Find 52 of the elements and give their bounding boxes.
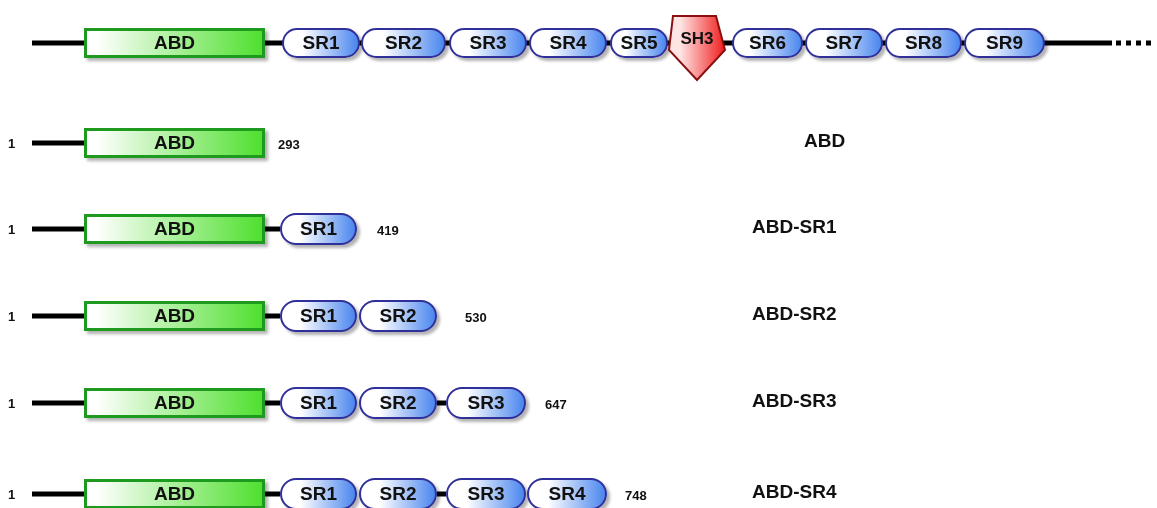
residue-number: 647 <box>545 397 567 412</box>
residue-number: 1 <box>8 485 22 503</box>
construct-name: ABD-SR1 <box>752 216 837 238</box>
domain-box: ABD <box>84 479 265 508</box>
residue-number: 748 <box>625 488 647 503</box>
tail-line <box>32 140 84 146</box>
domain-box: ABD <box>84 214 265 244</box>
linker-line <box>437 491 446 497</box>
residue-number: 1 <box>8 394 22 412</box>
construct-name: ABD-SR2 <box>752 303 837 325</box>
construct-name: ABD <box>804 130 846 152</box>
domain-box: ABD <box>84 28 265 58</box>
construct-name: ABD-SR3 <box>752 390 837 412</box>
repeat-domain-pill: SR1 <box>280 387 357 419</box>
linker-line <box>265 491 280 497</box>
repeat-domain-pill: SR1 <box>280 213 357 245</box>
repeat-domain-pill: SR3 <box>446 387 526 419</box>
repeat-domain-pill: SR3 <box>446 478 526 508</box>
repeat-domain-pill: SR6 <box>732 28 803 58</box>
residue-number: 1 <box>8 307 22 325</box>
linker-line <box>265 226 280 232</box>
tail-line <box>32 491 84 497</box>
repeat-domain-pill: SR1 <box>280 478 357 508</box>
repeat-domain-pill: SR7 <box>805 28 883 58</box>
residue-number: 530 <box>465 310 487 325</box>
domain-box: ABD <box>84 388 265 418</box>
tail-line <box>32 400 84 406</box>
residue-number: 419 <box>377 223 399 238</box>
repeat-domain-pill: SR2 <box>361 28 446 58</box>
pentagon-domain: SH3 <box>668 15 726 81</box>
tail-line <box>32 313 84 319</box>
repeat-domain-pill: SR9 <box>964 28 1045 58</box>
domain-box: ABD <box>84 301 265 331</box>
residue-number: 293 <box>278 137 300 152</box>
repeat-domain-pill: SR1 <box>282 28 360 58</box>
repeat-domain-pill: SR5 <box>610 28 668 58</box>
linker-line <box>265 313 280 319</box>
linker-line <box>437 400 446 406</box>
repeat-domain-pill: SR4 <box>529 28 607 58</box>
repeat-domain-pill: SR2 <box>359 300 437 332</box>
repeat-domain-pill: SR3 <box>449 28 527 58</box>
repeat-domain-pill: SR2 <box>359 478 437 508</box>
repeat-domain-pill: SR2 <box>359 387 437 419</box>
residue-number: 1 <box>8 220 22 238</box>
repeat-domain-pill: SR4 <box>527 478 607 508</box>
residue-number: 1 <box>8 134 22 152</box>
construct-name: ABD-SR4 <box>752 481 837 503</box>
linker-line <box>265 400 280 406</box>
repeat-domain-pill: SR8 <box>885 28 962 58</box>
domain-box: ABD <box>84 128 265 158</box>
tail-line <box>32 226 84 232</box>
repeat-domain-pill: SR1 <box>280 300 357 332</box>
